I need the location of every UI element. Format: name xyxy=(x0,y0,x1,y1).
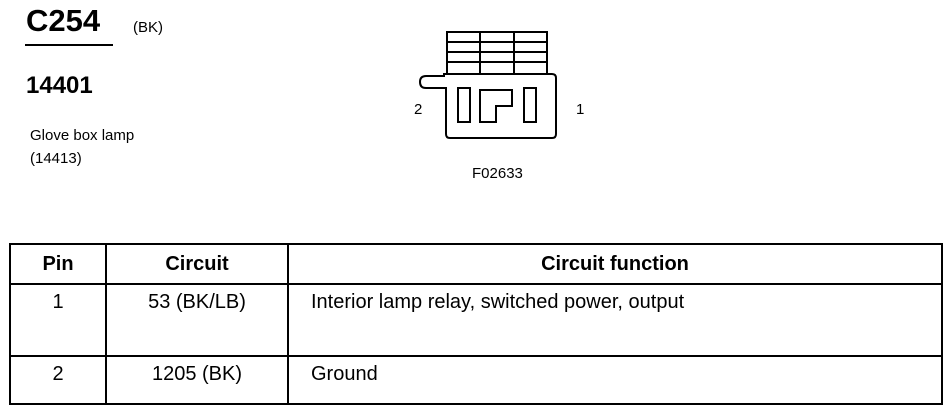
column-header-pin: Pin xyxy=(9,243,107,285)
connector-face-diagram xyxy=(418,31,557,139)
pin-cavity-1 xyxy=(523,87,537,123)
connector-body xyxy=(418,73,557,139)
table-row: 1 53 (BK/LB) Interior lamp relay, switch… xyxy=(9,283,943,357)
component-description: Glove box lamp xyxy=(30,127,135,144)
table-header-row: Pin Circuit Circuit function xyxy=(9,243,943,285)
pin-cell: 2 xyxy=(9,355,107,405)
keyed-center-cavity xyxy=(479,89,513,123)
pin-circuit-table: Pin Circuit Circuit function 1 53 (BK/LB… xyxy=(9,243,943,405)
circuit-cell: 53 (BK/LB) xyxy=(105,283,289,357)
circuit-function-cell: Interior lamp relay, switched power, out… xyxy=(287,283,943,357)
pin-label-2: 2 xyxy=(414,101,423,118)
part-number: 14401 xyxy=(26,72,93,99)
connector-id: C254 xyxy=(26,3,101,38)
circuit-cell: 1205 (BK) xyxy=(105,355,289,405)
connector-id-underline xyxy=(25,44,113,46)
pin-cell: 1 xyxy=(9,283,107,357)
pin-label-1: 1 xyxy=(576,101,585,118)
pin-cavity-2 xyxy=(457,87,471,123)
column-header-circuit-function: Circuit function xyxy=(287,243,943,285)
column-header-circuit: Circuit xyxy=(105,243,289,285)
figure-id: F02633 xyxy=(472,165,523,182)
table-row: 2 1205 (BK) Ground xyxy=(9,355,943,405)
circuit-function-cell: Ground xyxy=(287,355,943,405)
component-part-reference: (14413) xyxy=(30,150,82,167)
connector-color: (BK) xyxy=(133,19,163,36)
